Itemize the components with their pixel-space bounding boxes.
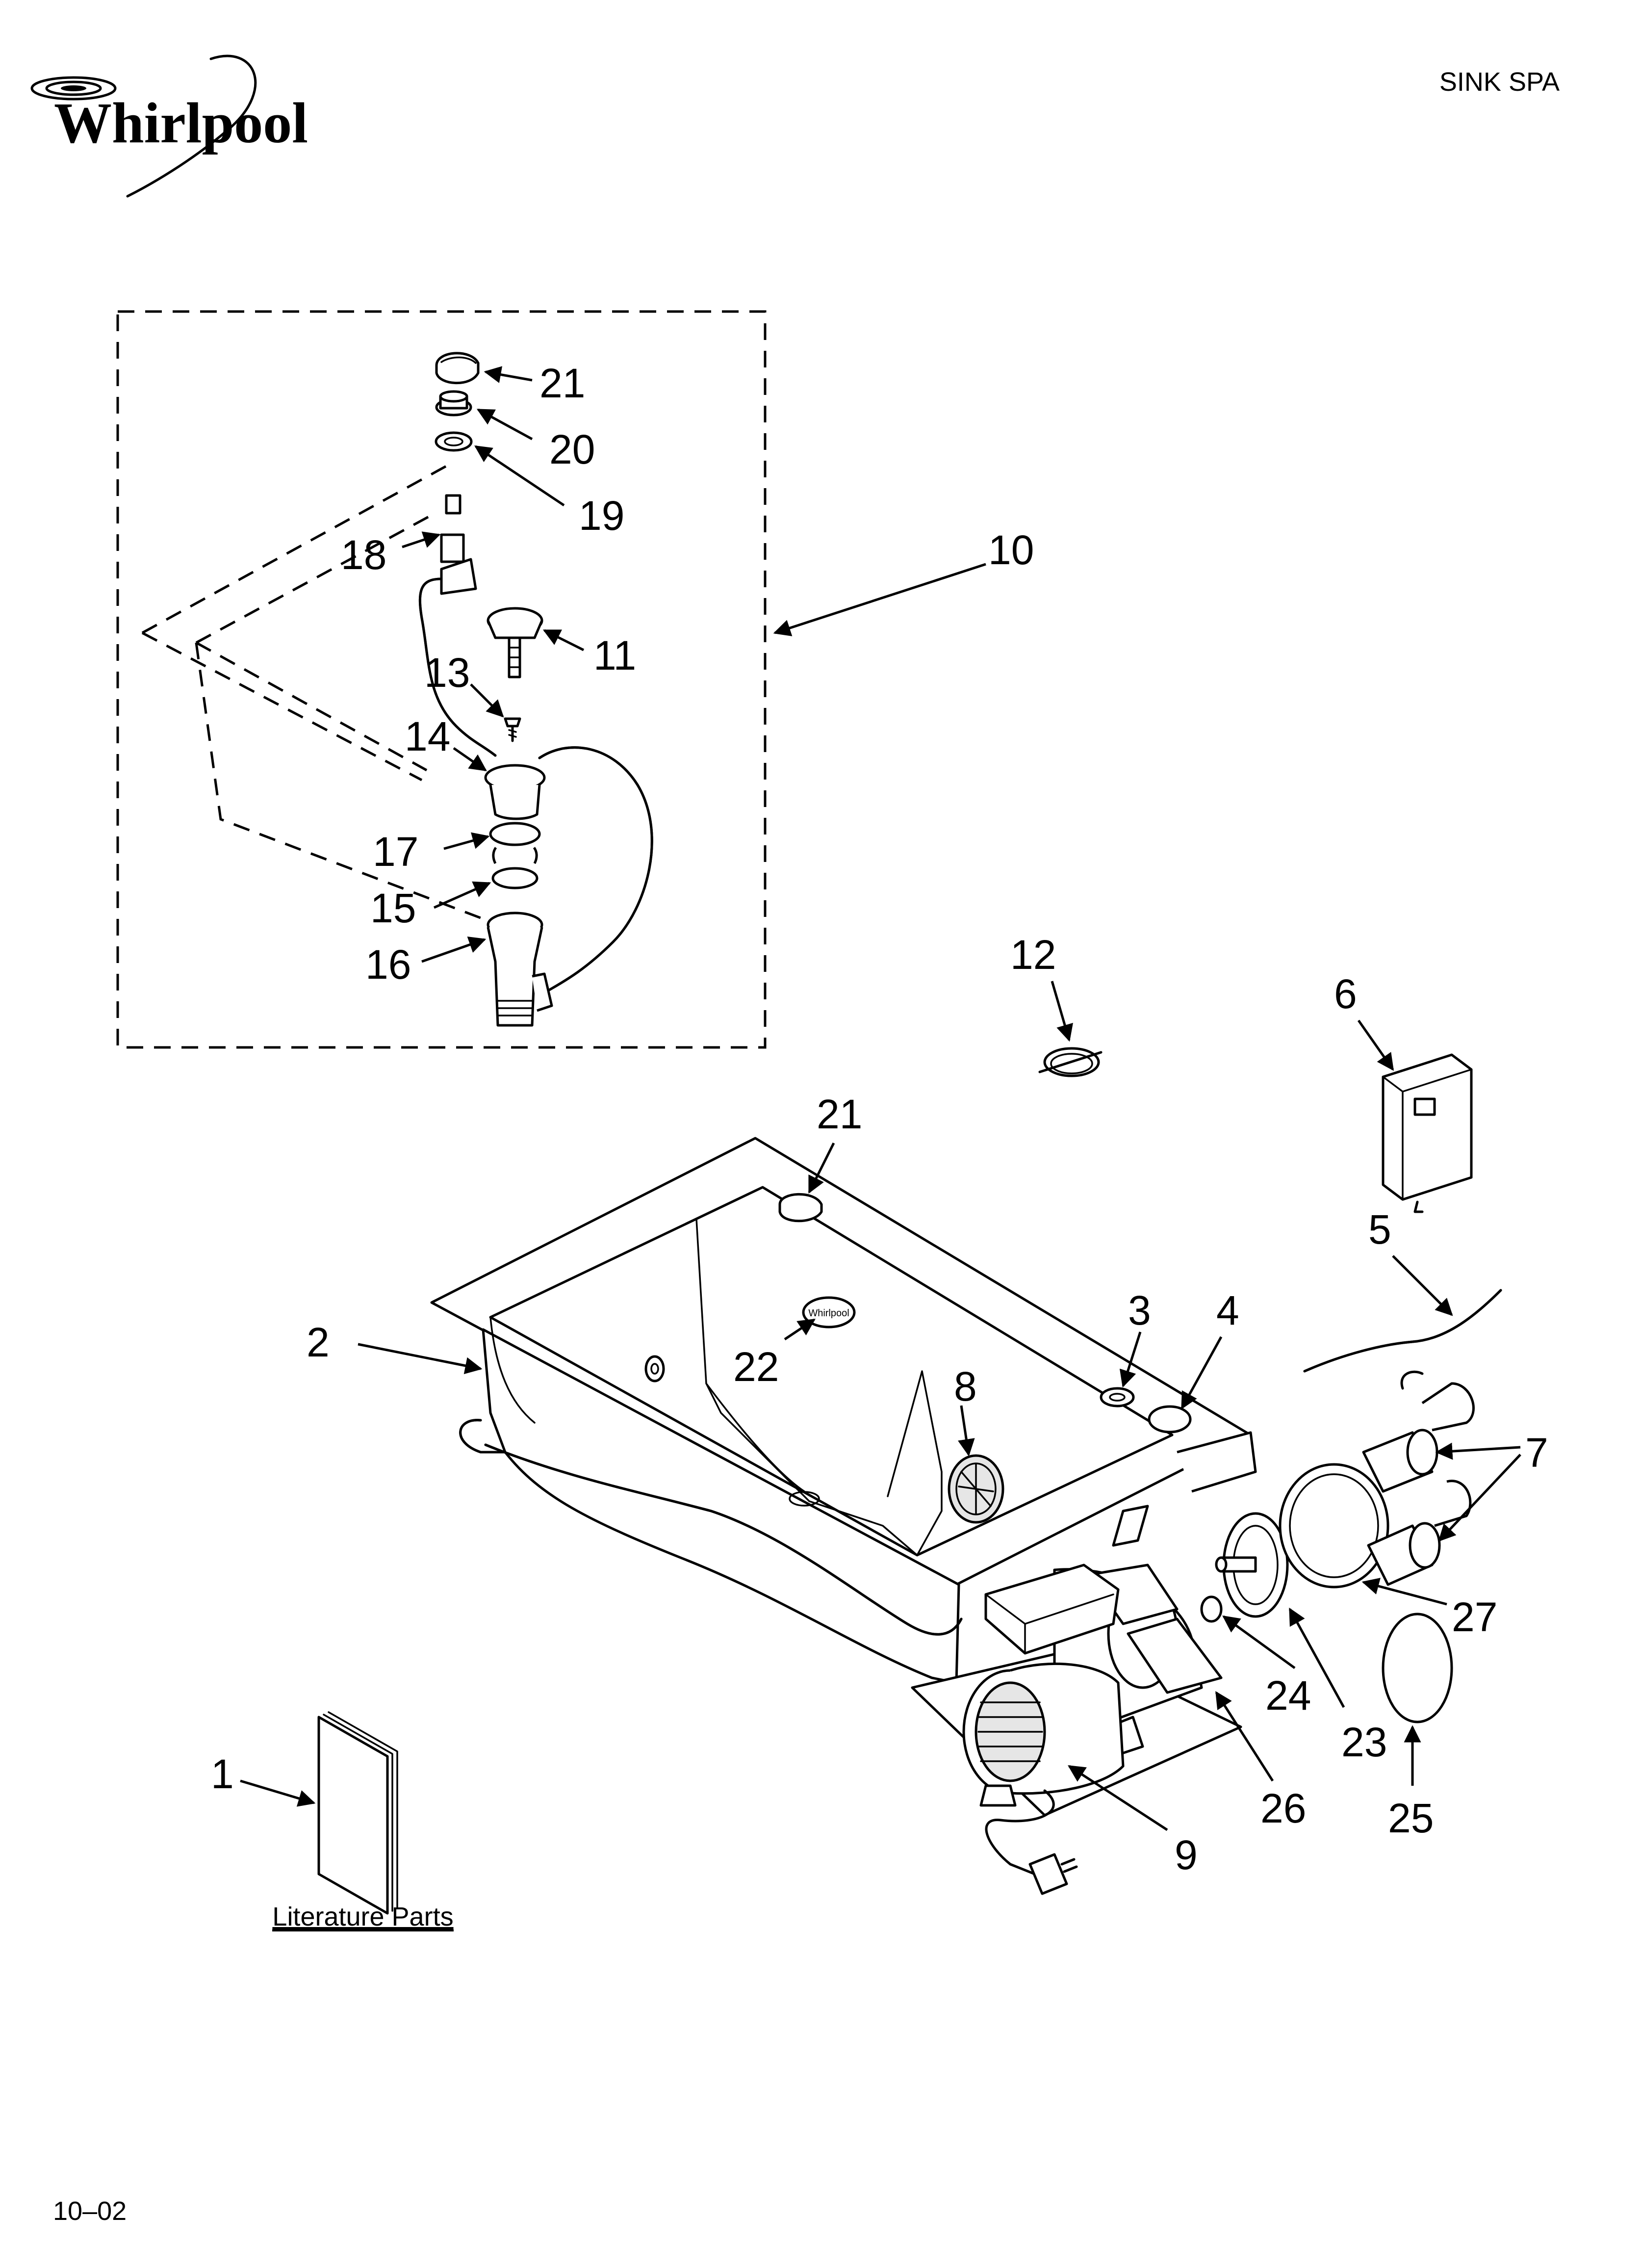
drain-body-14-icon bbox=[484, 746, 653, 997]
flange-23-icon bbox=[1215, 1512, 1289, 1618]
washer-19-icon bbox=[435, 431, 473, 452]
callout-24: 24 bbox=[1265, 1672, 1311, 1719]
whirlpool-swirl-icon bbox=[30, 54, 257, 198]
pump-motor-9 bbox=[911, 1564, 1242, 1895]
callout-5: 5 bbox=[1368, 1206, 1391, 1252]
tubing-coil-12-icon bbox=[1038, 1047, 1103, 1077]
callout-10: 10 bbox=[988, 527, 1034, 573]
literature-booklet-1-icon bbox=[317, 1711, 398, 1915]
callout-labels: 21 20 19 18 10 11 13 14 17 15 16 12 6 21… bbox=[211, 360, 1548, 1878]
nut-20-icon bbox=[435, 390, 472, 417]
date-code: 10–02 bbox=[53, 2196, 127, 2226]
diagram-title: SINK SPA bbox=[1439, 67, 1560, 97]
callout-7: 7 bbox=[1525, 1430, 1548, 1476]
callout-27: 27 bbox=[1452, 1594, 1497, 1640]
flange-knob-21-icon bbox=[778, 1193, 823, 1223]
callout-22: 22 bbox=[733, 1344, 779, 1390]
callout-23: 23 bbox=[1341, 1719, 1387, 1765]
drain-kit-group bbox=[116, 310, 767, 1049]
tub-logo-badge-22: Whirlpool bbox=[802, 1296, 856, 1329]
callout-20: 20 bbox=[549, 426, 595, 472]
suction-cover-8-icon bbox=[948, 1454, 1004, 1524]
callout-16: 16 bbox=[365, 941, 411, 988]
callout-3: 3 bbox=[1128, 1287, 1151, 1333]
callout-18: 18 bbox=[341, 532, 386, 578]
screw-13-icon bbox=[504, 717, 521, 742]
tub-basin-opening bbox=[489, 1186, 1174, 1557]
callout-1: 1 bbox=[211, 1751, 234, 1797]
o-ring-24-icon bbox=[1200, 1595, 1223, 1623]
o-ring-17-icon bbox=[489, 822, 541, 846]
callout-12: 12 bbox=[1010, 932, 1056, 978]
callout-11: 11 bbox=[593, 632, 636, 678]
clamp-ring-27-icon bbox=[1279, 1463, 1389, 1589]
air-switch-18-icon bbox=[418, 494, 497, 757]
callout-8: 8 bbox=[954, 1363, 977, 1409]
cap-4-icon bbox=[1148, 1405, 1192, 1434]
callout-2: 2 bbox=[307, 1319, 330, 1365]
control-box-icon bbox=[984, 1564, 1120, 1655]
gasket-15-icon bbox=[491, 842, 539, 889]
brand-wordmark: Whirlpool bbox=[54, 91, 308, 155]
callout-25: 25 bbox=[1388, 1795, 1434, 1841]
motor-bracket-26-icon bbox=[1127, 1617, 1223, 1694]
callout-14: 14 bbox=[405, 713, 450, 759]
tub-body bbox=[482, 1328, 960, 1684]
tailpiece-16-icon bbox=[487, 912, 553, 1027]
tub-2: Whirlpool bbox=[430, 1137, 1257, 1684]
callout-9: 9 bbox=[1175, 1832, 1198, 1878]
callout-15: 15 bbox=[370, 885, 416, 931]
callout-21-bottom: 21 bbox=[817, 1091, 862, 1137]
strainer-11-icon bbox=[487, 607, 543, 678]
svg-text:Whirlpool: Whirlpool bbox=[808, 1308, 849, 1319]
drain-kit-dashed-box bbox=[116, 310, 767, 1049]
jet-fitting-icon bbox=[644, 1355, 665, 1382]
callout-21-top: 21 bbox=[539, 360, 585, 406]
air-hose-5-icon bbox=[1303, 1289, 1502, 1373]
leader-arrows bbox=[240, 366, 1521, 1831]
knob-cap-21-icon bbox=[435, 352, 480, 385]
callout-26: 26 bbox=[1260, 1785, 1306, 1831]
callout-13: 13 bbox=[424, 650, 470, 696]
trim-ring-3-icon bbox=[1100, 1387, 1135, 1408]
literature-parts-label: Literature Parts bbox=[272, 1902, 453, 1931]
whirlpool-logo: Whirlpool bbox=[30, 54, 308, 198]
callout-6: 6 bbox=[1334, 971, 1357, 1017]
o-ring-25-icon bbox=[1382, 1613, 1453, 1723]
control-box-6-icon bbox=[1382, 1053, 1473, 1213]
callout-17: 17 bbox=[373, 829, 418, 875]
callout-19: 19 bbox=[579, 493, 624, 539]
power-plug-icon bbox=[1028, 1853, 1078, 1895]
callout-4: 4 bbox=[1216, 1287, 1239, 1333]
pipe-fittings-7-icon bbox=[1362, 1370, 1475, 1586]
